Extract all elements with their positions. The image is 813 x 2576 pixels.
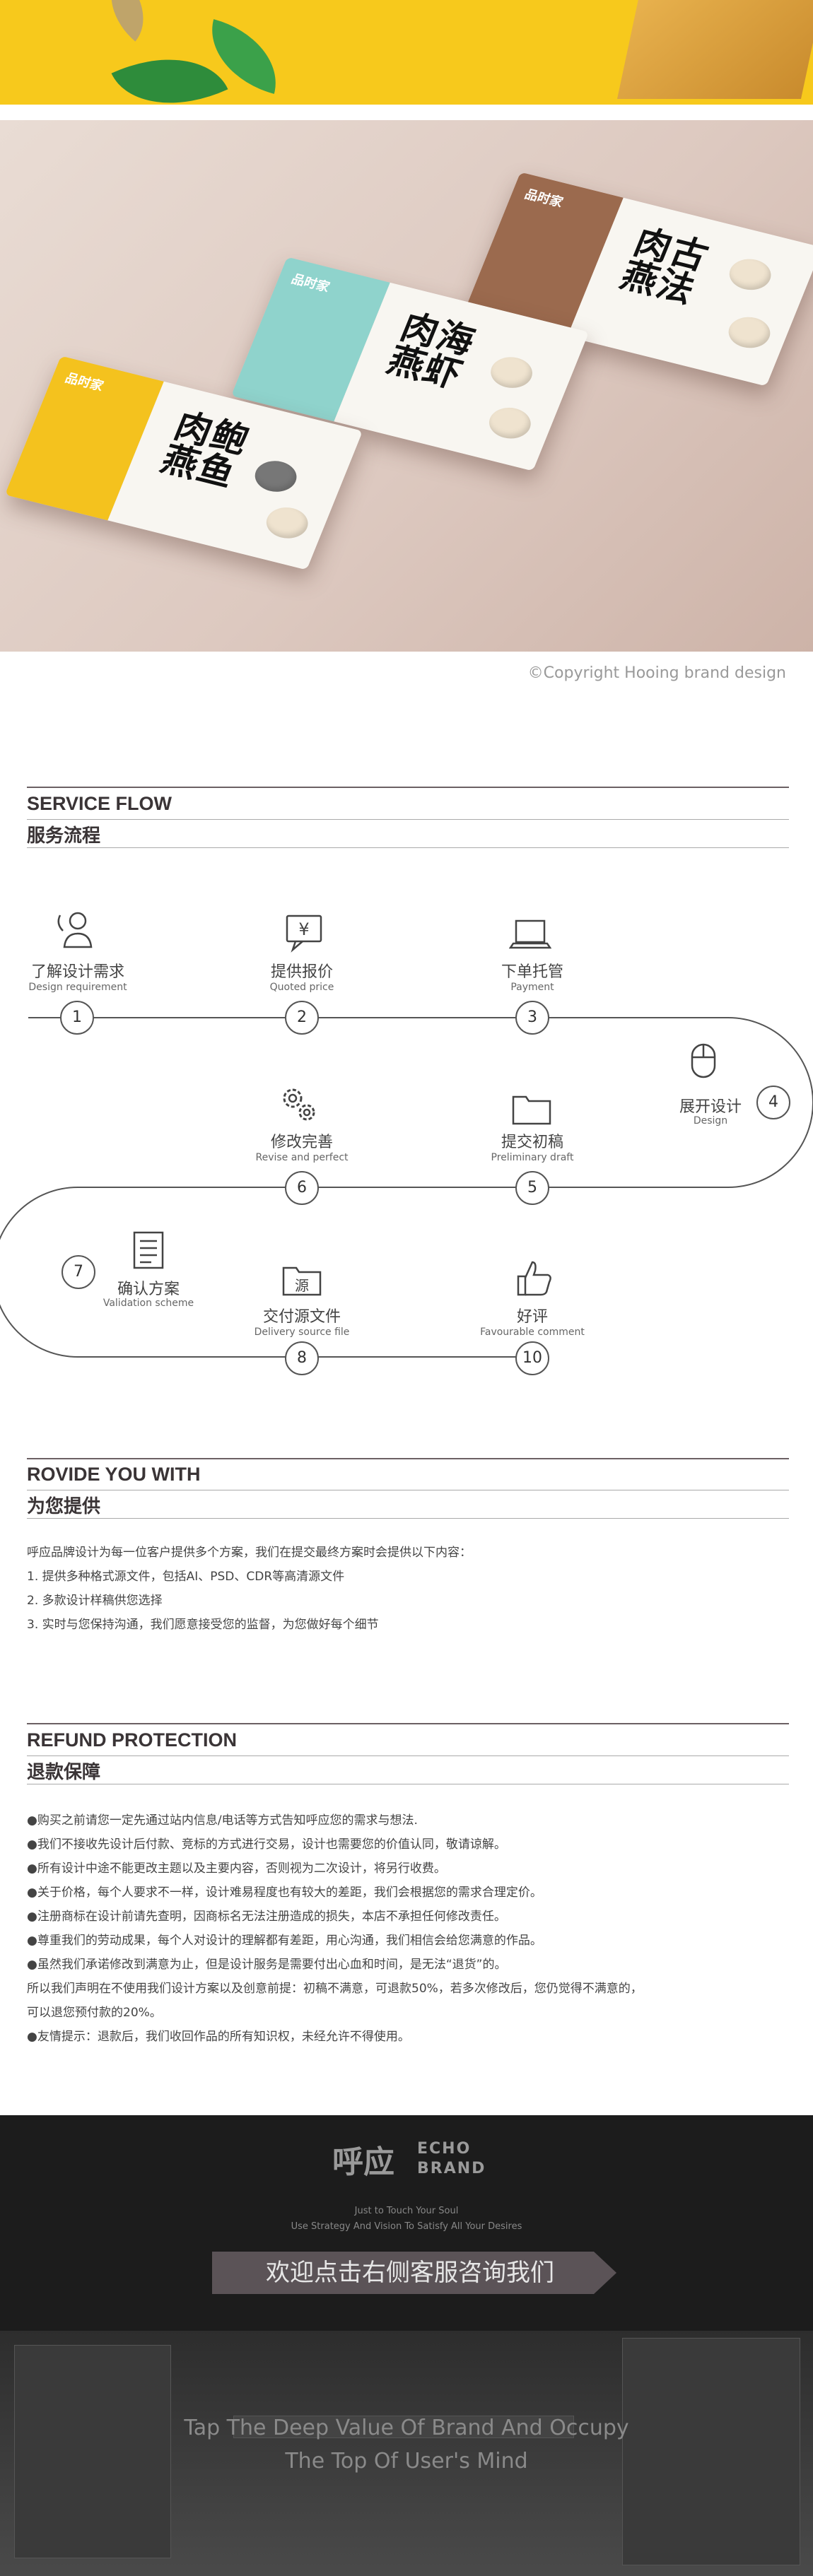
product-photo: 品时家 肉古燕法 品时家 肉海燕虾 品时家 肉鲍燕鱼 <box>0 120 813 652</box>
folder-icon <box>512 1095 551 1125</box>
service-flow-title-en: SERVICE FLOW <box>27 793 172 814</box>
refund-line: ●友情提示：退款后，我们收回作品的所有知识权，未经允许不得使用。 <box>27 2030 410 2044</box>
flow-path <box>0 1017 813 1358</box>
step-10-sublabel: Favourable comment <box>480 1327 585 1338</box>
tagline-1: Just to Touch Your Soul <box>354 2206 459 2216</box>
step-6-number: 6 <box>285 1171 319 1205</box>
section-rule <box>27 1723 789 1724</box>
svg-text:¥: ¥ <box>298 919 309 939</box>
leaf-decoration <box>111 31 228 105</box>
refund-line: 可以退您预付款的20%。 <box>27 2006 162 2020</box>
cta-banner-bg <box>212 2252 594 2294</box>
refund-title-zh: 退款保障 <box>27 1762 101 1783</box>
svg-text:源: 源 <box>295 1277 309 1294</box>
customer-service-icon <box>57 912 93 948</box>
consult-cta[interactable]: 欢迎点击右侧客服咨询我们 <box>266 2259 554 2287</box>
refund-line: 所以我们声明在不使用我们设计方案以及创意前提：初稿不满意，可退款50%，若多次修… <box>27 1982 643 1996</box>
document-list-icon <box>133 1231 164 1269</box>
step-3-number: 3 <box>515 1001 549 1035</box>
arrow-right-icon <box>594 2252 616 2294</box>
step-10-number: 10 <box>515 1341 549 1375</box>
footer-banner: 呼应 ECHO BRAND Just to Touch Your Soul Us… <box>0 2115 813 2576</box>
step-1-sublabel: Design requirement <box>28 982 127 993</box>
provide-title-en: ROVIDE YOU WITH <box>27 1464 201 1485</box>
section-rule <box>27 1755 789 1756</box>
provide-text: 呼应品牌设计为每一位客户提供多个方案，我们在提交最终方案时会提供以下内容： 1.… <box>27 1541 472 1637</box>
step-2-sublabel: Quoted price <box>269 982 334 993</box>
refund-line: ●购买之前请您一定先通过站内信息/电话等方式告知呼应您的需求与想法. <box>27 1813 418 1828</box>
refund-line: ●关于价格，每个人要求不一样，设计难易程度也有较大的差距，我们会根据您的需求合理… <box>27 1886 542 1900</box>
slogan-line-2: The Top Of User's Mind <box>285 2449 528 2474</box>
step-10-label: 好评 <box>516 1308 548 1326</box>
section-rule <box>27 787 789 788</box>
refund-line: ●尊重我们的劳动成果，每个人对设计的理解都有差距，用心沟通，我们相信会给您满意的… <box>27 1934 542 1948</box>
section-rule <box>27 819 789 820</box>
bookshelf <box>622 2338 800 2565</box>
refund-line: ●注册商标在设计前请先查明，因商标名无法注册造成的损失，本店不承担任何修改责任。 <box>27 1910 506 1924</box>
step-5-sublabel: Preliminary draft <box>491 1152 574 1163</box>
service-flow-title-zh: 服务流程 <box>27 825 101 847</box>
section-rule <box>27 847 789 848</box>
step-7-label: 确认方案 <box>117 1281 180 1298</box>
refund-text: ●购买之前请您一定先通过站内信息/电话等方式告知呼应您的需求与想法. ●我们不接… <box>27 1809 643 2049</box>
spacer <box>0 105 813 120</box>
step-2-label: 提供报价 <box>270 963 333 981</box>
brand-logo-en-line1: ECHO <box>417 2140 472 2158</box>
provide-line: 1. 提供多种格式源文件，包括AI、PSD、CDR等高清源文件 <box>27 1570 345 1584</box>
step-8-label: 交付源文件 <box>262 1308 341 1326</box>
gears-icon <box>283 1088 315 1121</box>
copyright-text: ©Copyright Hooing brand design <box>527 664 786 682</box>
provide-line: 3. 实时与您保持沟通，我们愿意接受您的监督，为您做好每个细节 <box>27 1618 379 1632</box>
step-8-number: 8 <box>285 1341 319 1375</box>
step-3-sublabel: Payment <box>510 982 554 993</box>
package-box-image <box>616 0 813 99</box>
source-file-icon: 源 <box>282 1266 322 1296</box>
step-2-number: 2 <box>285 1001 319 1035</box>
slogan-line-1: Tap The Deep Value Of Brand And Occupy <box>184 2416 629 2440</box>
provide-title-zh: 为您提供 <box>27 1496 101 1517</box>
provide-line: 2. 多款设计样稿供您选择 <box>27 1594 163 1608</box>
step-1-label: 了解设计需求 <box>30 963 124 981</box>
bookshelf <box>14 2345 171 2558</box>
thumbs-up-icon <box>517 1261 551 1296</box>
step-4-number: 4 <box>756 1086 790 1119</box>
tagline-2: Use Strategy And Vision To Satisfy All Y… <box>291 2221 522 2232</box>
step-4-label: 展开设计 <box>679 1098 742 1116</box>
step-3-label: 下单托管 <box>501 963 563 981</box>
refund-title-en: REFUND PROTECTION <box>27 1729 237 1751</box>
step-4-sublabel: Design <box>693 1115 728 1127</box>
section-rule <box>27 1518 789 1519</box>
mouse-icon <box>691 1043 716 1078</box>
step-7-number: 7 <box>62 1255 95 1289</box>
laptop-icon <box>509 919 551 949</box>
leaf-decoration <box>92 0 163 42</box>
step-6-label: 修改完善 <box>270 1134 333 1151</box>
section-rule <box>27 1458 789 1459</box>
step-5-label: 提交初稿 <box>501 1134 563 1151</box>
refund-line: ●虽然我们承诺修改到满意为止，但是设计服务是需要付出心血和时间，是无法“退货”的… <box>27 1958 507 1972</box>
yen-chat-icon: ¥ <box>286 914 322 953</box>
step-6-sublabel: Revise and perfect <box>255 1152 349 1163</box>
brand-logo-en: ECHO BRAND <box>417 2139 486 2179</box>
hero-banner <box>0 0 813 105</box>
step-8-sublabel: Delivery source file <box>254 1327 350 1338</box>
step-5-number: 5 <box>515 1171 549 1205</box>
step-7-sublabel: Validation scheme <box>103 1298 194 1309</box>
library-background-image <box>0 2331 813 2576</box>
refund-line: ●我们不接收先设计后付款、竞标的方式进行交易，设计也需要您的价值认同，敬请谅解。 <box>27 1837 506 1852</box>
refund-line: ●所有设计中途不能更改主题以及主要内容，否则视为二次设计，将另行收费。 <box>27 1862 446 1876</box>
table <box>233 2416 574 2438</box>
brand-logo-en-line2: BRAND <box>417 2160 486 2177</box>
provide-line: 呼应品牌设计为每一位客户提供多个方案，我们在提交最终方案时会提供以下内容： <box>27 1546 472 1560</box>
step-1-number: 1 <box>60 1001 94 1035</box>
brand-logo-zh: 呼应 <box>332 2144 394 2180</box>
